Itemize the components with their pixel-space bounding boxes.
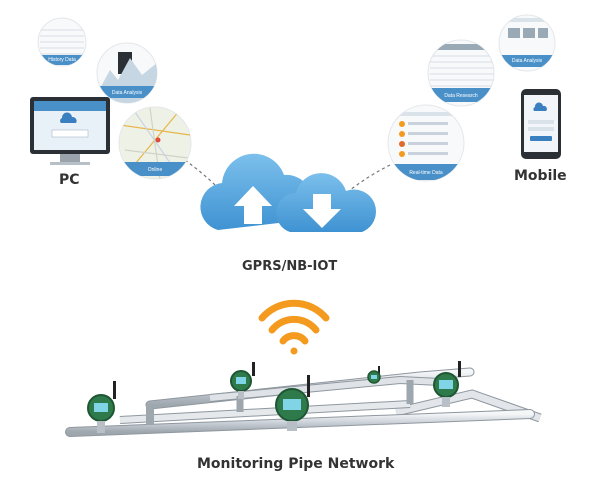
- network-label: GPRS/NB-IOT: [242, 259, 338, 274]
- analysis-right-bubble: Data Analysis: [498, 14, 556, 72]
- pressure-transmitter-4: [367, 366, 381, 384]
- pressure-transmitter-1: [87, 381, 116, 433]
- mobile-label: Mobile: [514, 168, 567, 184]
- download-arrow-icon: [303, 194, 341, 228]
- statistics-caption: Data Research: [444, 93, 478, 99]
- connector-lines: [184, 159, 391, 191]
- pressure-transmitter-2: [230, 362, 255, 399]
- history-data-bubble: History Data: [37, 17, 87, 67]
- statistics-bubble: Data Research: [427, 39, 495, 107]
- upload-arrow-icon: [234, 186, 272, 224]
- mobile-phone-icon: [521, 89, 561, 159]
- online-caption: Online: [148, 167, 163, 173]
- pc-monitor-icon: [30, 97, 110, 165]
- realtime-caption: Real-time Data: [409, 170, 443, 176]
- pressure-transmitter-3: [275, 375, 310, 431]
- history-caption: History Data: [48, 57, 76, 63]
- pc-label: PC: [59, 172, 80, 188]
- cloud-icon: [200, 153, 377, 232]
- wifi-signal-icon: [258, 299, 330, 355]
- pipe-network-label: Monitoring Pipe Network: [197, 456, 395, 472]
- analysis-left-caption: Data Analysis: [112, 90, 143, 96]
- analysis-right-caption: Data Analysis: [512, 58, 543, 64]
- analysis-left-bubble: Data Analysis: [96, 42, 158, 104]
- pipe-network: [65, 367, 542, 437]
- pressure-transmitter-5: [433, 361, 461, 407]
- realtime-bubble: Real-time Data: [387, 104, 465, 182]
- online-map-bubble: Online: [118, 106, 192, 180]
